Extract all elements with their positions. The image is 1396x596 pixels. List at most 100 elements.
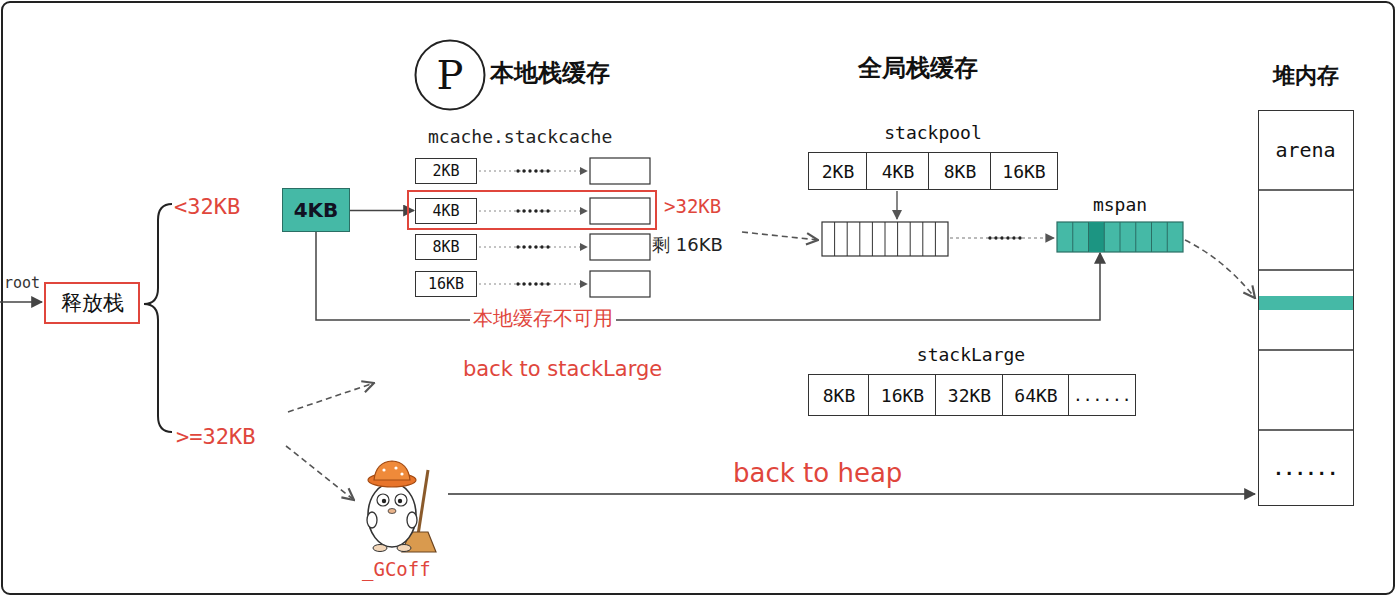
cell-divider bbox=[885, 222, 886, 256]
cache-size-box: 16KB bbox=[415, 271, 477, 297]
heap-divider bbox=[1258, 429, 1354, 431]
dotted-arrow bbox=[479, 247, 587, 248]
cell-divider bbox=[1167, 222, 1168, 252]
heap-divider bbox=[1258, 349, 1354, 351]
cell-divider bbox=[1135, 222, 1136, 252]
node-text: 64KB bbox=[1014, 385, 1057, 406]
node-text: 4KB bbox=[432, 202, 459, 220]
cell-divider bbox=[922, 222, 923, 256]
cell-divider bbox=[935, 222, 936, 256]
cell-divider bbox=[1104, 222, 1105, 252]
dot bbox=[1018, 236, 1021, 239]
table-cell: 16KB bbox=[868, 374, 937, 416]
size-condition: <32KB bbox=[174, 194, 240, 220]
cell-divider bbox=[910, 222, 911, 256]
dashed-arrow bbox=[288, 383, 374, 412]
dashed-arrow bbox=[286, 446, 354, 500]
node-heading: stackLarge bbox=[808, 344, 1134, 365]
dot bbox=[522, 245, 525, 248]
dot bbox=[528, 209, 531, 212]
dot bbox=[540, 245, 543, 248]
flow-note: back to stackLarge bbox=[463, 357, 662, 382]
heap-arrow bbox=[448, 493, 1255, 495]
highlight-rect bbox=[408, 191, 656, 229]
dot bbox=[516, 169, 519, 172]
node-text: 32KB bbox=[948, 385, 991, 406]
dotted-arrow bbox=[479, 171, 587, 172]
dot bbox=[534, 209, 537, 212]
node-heading: 堆内存 bbox=[1259, 61, 1353, 91]
dot bbox=[1000, 236, 1003, 239]
table-cell: 32KB bbox=[935, 374, 1004, 416]
size-condition: >32KB bbox=[664, 195, 721, 218]
mspan-fill bbox=[1057, 222, 1183, 252]
cell-divider bbox=[1120, 222, 1121, 252]
dashed-arrow bbox=[742, 232, 818, 240]
dot bbox=[540, 209, 543, 212]
dot bbox=[522, 209, 525, 212]
node-text: arena bbox=[1275, 138, 1335, 162]
heap-column: 堆内存arena...... bbox=[1258, 110, 1354, 506]
node-text: 4KB bbox=[294, 198, 339, 222]
brace bbox=[144, 204, 172, 432]
dot bbox=[1006, 236, 1009, 239]
table-cell: 64KB bbox=[1002, 374, 1070, 416]
span-chain bbox=[822, 222, 948, 256]
connector bbox=[316, 232, 1100, 320]
heap-divider bbox=[1258, 269, 1354, 271]
cache-size-box: 4KB bbox=[415, 198, 477, 224]
dot bbox=[516, 209, 519, 212]
node-text: 2KB bbox=[432, 162, 459, 180]
node-heading: stackpool bbox=[808, 122, 1058, 143]
cache-size-box: 8KB bbox=[415, 234, 477, 260]
dot bbox=[540, 282, 543, 285]
edge-label: 本地缓存不可用 bbox=[470, 306, 616, 330]
dots bbox=[988, 236, 1021, 239]
heap-cell: ...... bbox=[1259, 431, 1352, 505]
dotted-arrows bbox=[479, 169, 587, 285]
stack-4kb-box: 4KB bbox=[282, 188, 350, 232]
node-text: 8KB bbox=[823, 385, 856, 406]
root-arrow bbox=[0, 301, 42, 303]
node-text: 8KB bbox=[432, 238, 459, 256]
node-text: ...... bbox=[1073, 386, 1131, 405]
node-text: 16KB bbox=[428, 275, 464, 293]
node-text: 8KB bbox=[944, 161, 977, 182]
mspan-bar: mspan bbox=[1057, 222, 1183, 252]
cell-divider bbox=[859, 222, 860, 256]
dashed-arrow bbox=[1185, 240, 1255, 298]
note: 剩 16KB bbox=[652, 234, 723, 256]
node-heading: mspan bbox=[1057, 194, 1183, 215]
table-cell: 2KB bbox=[808, 152, 868, 190]
dot bbox=[1012, 236, 1015, 239]
dot bbox=[988, 236, 991, 239]
source-label: root bbox=[4, 274, 40, 292]
dot bbox=[522, 169, 525, 172]
p-circle: P本地栈缓存 bbox=[414, 39, 486, 111]
node-text: 4KB bbox=[882, 161, 915, 182]
empty-box bbox=[590, 158, 650, 184]
table-cell: ...... bbox=[1068, 374, 1136, 416]
cell-divider bbox=[1151, 222, 1152, 252]
dot bbox=[516, 245, 519, 248]
node-heading: 本地栈缓存 bbox=[490, 57, 610, 89]
section-label: mcache.stackcache bbox=[428, 126, 612, 148]
heap-divider bbox=[1258, 189, 1354, 191]
dotted-arrow bbox=[479, 211, 587, 212]
flow-note: back to heap bbox=[733, 458, 902, 489]
dot bbox=[540, 169, 543, 172]
cell-divider bbox=[897, 222, 898, 256]
dotted-arrow bbox=[479, 284, 587, 285]
heap-cell: arena bbox=[1259, 111, 1352, 189]
release-stack-box: 释放栈 bbox=[44, 282, 140, 324]
node-text: 16KB bbox=[1002, 161, 1045, 182]
connector bbox=[350, 210, 414, 212]
mspan-cells bbox=[1073, 222, 1168, 252]
arrow bbox=[896, 191, 897, 219]
dot bbox=[994, 236, 997, 239]
node-text: ...... bbox=[1273, 458, 1338, 479]
empty-box bbox=[590, 234, 650, 260]
dot bbox=[516, 282, 519, 285]
